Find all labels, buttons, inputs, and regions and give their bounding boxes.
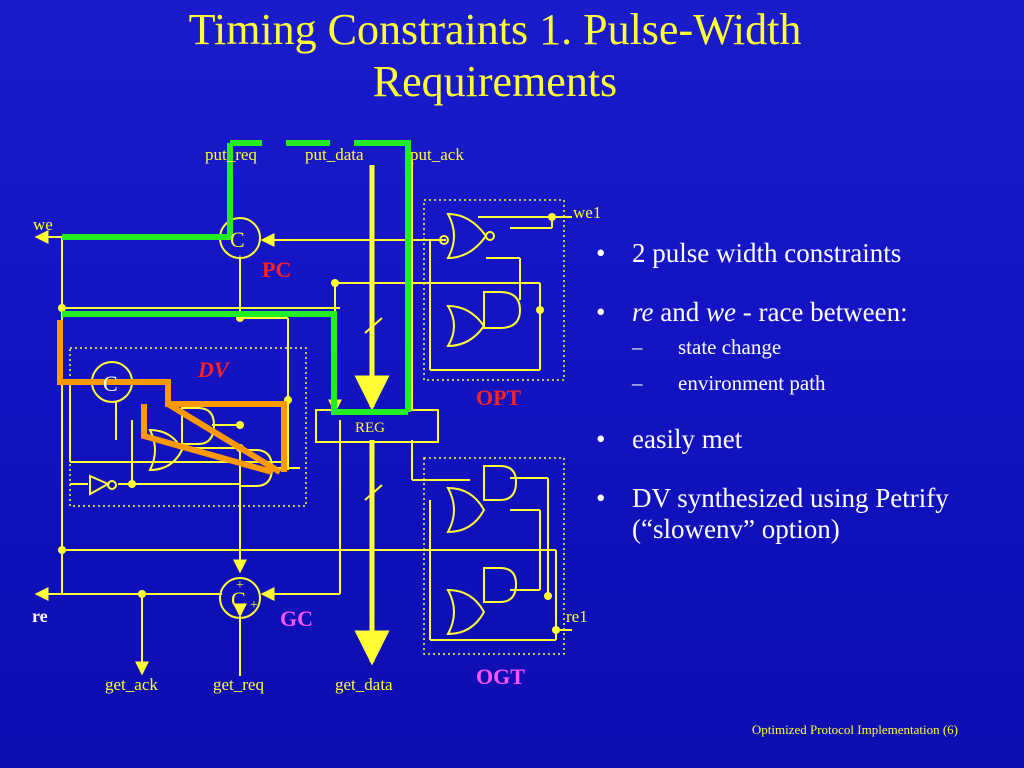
inverter	[89, 474, 111, 496]
opt-or-gate	[446, 304, 486, 348]
ogt-box	[423, 457, 565, 655]
bullet-dv-synthesized: DV synthesized using Petrify (“slowenv” …	[590, 483, 1010, 545]
pc-plus-glyph: +	[236, 252, 244, 267]
gate-glyphs: C + + C +	[230, 227, 258, 613]
gc-c-glyph: C	[231, 587, 246, 612]
opt-label: OPT	[476, 385, 522, 410]
get-data-label: get_data	[335, 675, 393, 694]
opt-and-gate	[483, 291, 522, 329]
sub-bullet-2-text: environment path	[678, 371, 826, 395]
gc-plus-top-glyph: +	[236, 578, 244, 593]
bullet-4-text: DV synthesized using Petrify (“slowenv” …	[632, 483, 949, 544]
sub-bullet-environment-path: environment path	[632, 370, 1010, 396]
dv-box	[69, 347, 307, 507]
pc-c-glyph: C	[230, 227, 245, 252]
re-label: re	[32, 606, 48, 626]
ogt-and-lower	[483, 567, 518, 603]
dv-c-glyph: C	[103, 371, 118, 396]
ogt-label: OGT	[476, 664, 525, 689]
we1-label: we1	[573, 203, 601, 222]
ogt-and-upper	[483, 465, 518, 501]
we-label: we	[33, 215, 53, 234]
pc-label: PC	[262, 257, 291, 282]
gates	[89, 212, 522, 636]
gc-label: GC	[280, 606, 313, 631]
bullet-easily-met: easily met	[590, 424, 1010, 455]
sub-bullet-list: state change environment path	[632, 334, 1010, 396]
enclosures	[69, 199, 565, 655]
title-line-2: Requirements	[372, 57, 618, 106]
bullet-pulse-constraints: 2 pulse width constraints	[590, 238, 1010, 269]
reg-label: REG	[355, 420, 385, 436]
get-req-label: get_req	[213, 675, 264, 694]
orange-path	[57, 320, 287, 475]
dv-and-upper	[181, 407, 216, 445]
opt-nor-upper	[446, 212, 488, 260]
sub-bullet-state-change: state change	[632, 334, 1010, 360]
bullet-and-word: and	[653, 297, 706, 327]
put-data-label: put_data	[305, 145, 364, 164]
opt-box	[423, 199, 565, 381]
bullet-3-text: easily met	[632, 424, 743, 454]
sub-bullet-1-text: state change	[678, 335, 782, 359]
put-ack-label: put_ack	[410, 145, 464, 164]
get-ack-label: get_ack	[105, 675, 158, 694]
wiring	[34, 160, 572, 676]
ogt-or-lower	[446, 588, 486, 636]
re1-label: re1	[566, 607, 588, 626]
bullet-race-rest: - race between:	[735, 297, 908, 327]
dv-label: DV	[197, 357, 231, 382]
slide-footer: Optimized Protocol Implementation (6)	[751, 722, 958, 737]
bullet-1-text: 2 pulse width constraints	[632, 238, 902, 268]
put-req-label: put_req	[205, 145, 257, 164]
ogt-or-upper	[446, 486, 486, 534]
gc-c-element	[219, 577, 261, 619]
title-line-1: Timing Constraints 1. Pulse-Width	[188, 5, 802, 54]
green-path	[62, 140, 411, 415]
dv-or-gate	[148, 428, 184, 472]
bullet-we-word: we	[705, 297, 736, 327]
slide-title: Timing Constraints 1. Pulse-Width Requir…	[0, 4, 990, 108]
bullet-list: 2 pulse width constraints re and we - ra…	[590, 238, 1010, 573]
bullet-race: re and we - race between: state change e…	[590, 297, 1010, 396]
bullet-re-word: re	[632, 297, 654, 327]
signal-labels: put_req put_data put_ack we we1 re1 get_…	[33, 145, 601, 694]
gc-plus-right-glyph: +	[250, 598, 258, 613]
